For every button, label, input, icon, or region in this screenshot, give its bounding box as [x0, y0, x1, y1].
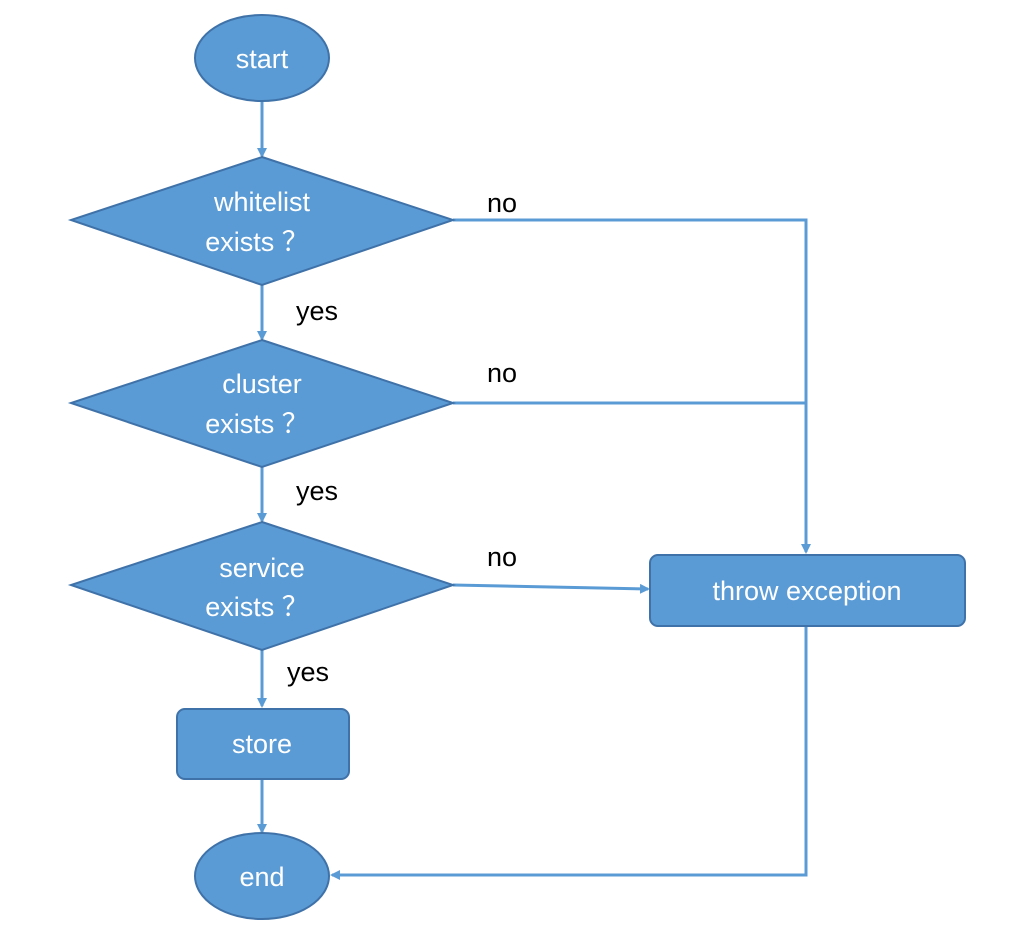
connectors — [257, 102, 811, 880]
store-node: store — [176, 708, 350, 780]
start-label: start — [236, 44, 289, 74]
cluster-label-line1: cluster — [222, 369, 302, 399]
service-label-line2: exists ？ — [205, 592, 309, 622]
connector-whitelist-no — [453, 218, 808, 403]
cluster-yes-label: yes — [296, 476, 338, 506]
service-yes-label: yes — [287, 657, 329, 687]
whitelist-no-label: no — [487, 188, 517, 218]
whitelist-label-line1: whitelist — [213, 187, 311, 217]
cluster-label-line2: exists ？ — [205, 409, 309, 439]
service-decision: service exists ？ — [67, 520, 457, 652]
store-label: store — [232, 729, 292, 759]
throw-exception-label: throw exception — [712, 576, 901, 606]
throw-exception-node: throw exception — [649, 554, 966, 627]
service-label-line1: service — [219, 553, 305, 583]
connector-service-no — [452, 583, 650, 594]
start-node: start — [194, 14, 330, 102]
whitelist-decision: whitelist exists ？ — [67, 155, 457, 287]
end-node: end — [194, 832, 330, 920]
connector-throw-to-end — [330, 626, 808, 880]
cluster-decision: cluster exists ？ — [67, 338, 457, 469]
cluster-no-label: no — [487, 358, 517, 388]
whitelist-yes-label: yes — [296, 296, 338, 326]
whitelist-label-line2: exists ？ — [205, 227, 309, 257]
end-label: end — [239, 862, 284, 892]
service-no-label: no — [487, 542, 517, 572]
